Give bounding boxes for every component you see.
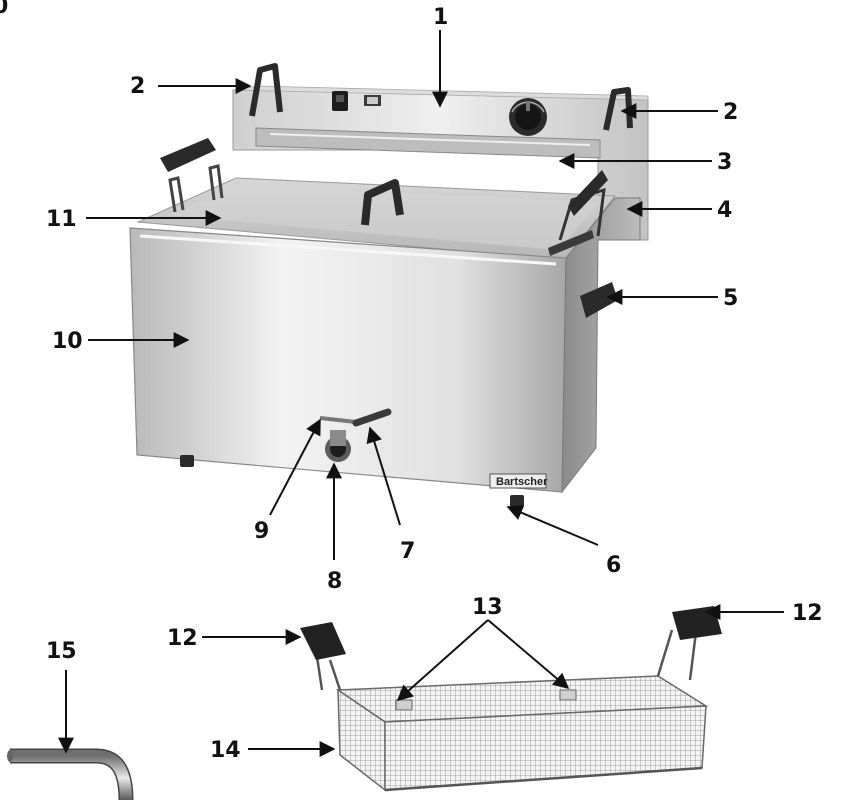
label-13: 13 [472,595,503,620]
lid-handle-center[interactable] [361,179,404,226]
lid-handle-left[interactable] [160,138,224,213]
foot-right [510,495,524,507]
frying-basket [300,606,722,792]
label-2-right: 2 [723,100,738,125]
basket-hook-left [395,699,413,711]
label-7: 7 [400,539,415,564]
basket-handle-right[interactable] [656,606,722,681]
label-11: 11 [46,207,77,232]
label-12-left: 12 [167,626,198,651]
drain-valve-icon[interactable] [319,408,392,462]
dial-knob-icon[interactable] [509,98,547,136]
label-10: 10 [52,329,83,354]
label-14: 14 [210,738,241,763]
label-5: 5 [723,286,738,311]
basket-hook-right [559,689,577,701]
label-3: 3 [717,150,732,175]
leader-lines [58,30,784,757]
label-9: 9 [254,519,269,544]
label-8: 8 [327,569,342,594]
lid-handle-right[interactable] [548,170,608,256]
foot-left [180,455,194,467]
label-4: 4 [717,198,732,223]
basket-handle-left[interactable] [300,622,346,691]
drain-pipe [7,748,134,801]
brand-plate [489,473,547,489]
callout-numbers: 0 1 2 2 3 4 5 6 7 8 9 10 11 12 12 13 14 … [0,0,823,763]
label-6: 6 [606,553,621,578]
label-15: 15 [46,639,77,664]
housing-handle-left[interactable] [249,63,283,117]
label-1: 1 [433,5,448,30]
side-panel [561,197,641,494]
fryer-unit: Bartscher [129,63,649,507]
label-2-left: 2 [130,74,145,99]
brand-text: Bartscher [496,476,548,488]
label-0: 0 [0,0,8,19]
label-12-right: 12 [792,601,823,626]
